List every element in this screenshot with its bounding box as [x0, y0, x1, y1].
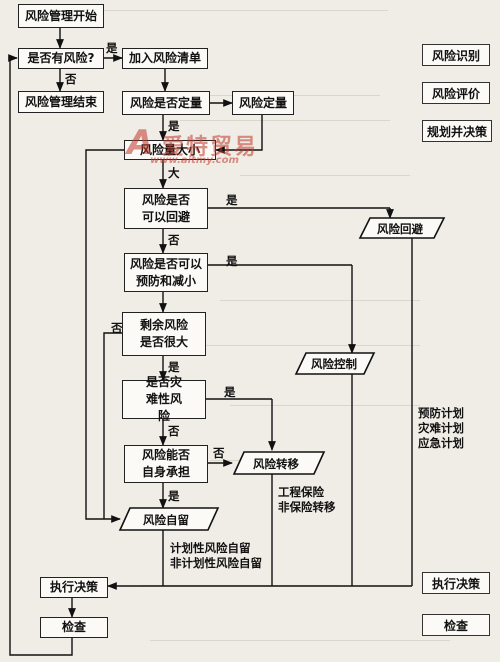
retention-type-item: 计划性风险自留 — [170, 541, 251, 555]
yes-label: 是 — [168, 360, 180, 374]
plans-list: 预防计划 灾难计划 应急计划 — [418, 406, 464, 451]
plan-item: 应急计划 — [418, 436, 464, 450]
retention-type-item: 非计划性风险自留 — [170, 556, 262, 570]
yes-label: 是 — [224, 385, 236, 399]
yes-label: 是 — [168, 119, 180, 133]
self-bear-decision: 风险能否自身承担 — [124, 445, 208, 483]
watermark-logo: A — [127, 123, 154, 163]
no-label: 否 — [65, 72, 77, 86]
risk-quantify-box: 风险定量 — [232, 91, 294, 115]
residual-decision: 剩余风险是否很大 — [122, 312, 206, 356]
plan-item: 预防计划 — [418, 406, 464, 420]
phase-check: 检查 — [422, 614, 490, 636]
yes-label: 是 — [106, 41, 118, 55]
risk-control-label: 风险控制 — [311, 357, 357, 371]
avoid-decision: 风险是否可以回避 — [124, 188, 208, 229]
plan-item: 灾难计划 — [418, 421, 464, 435]
phase-risk-identification: 风险识别 — [422, 44, 490, 66]
no-label: 否 — [168, 233, 180, 247]
execute-box: 执行决策 — [40, 577, 108, 598]
risk-avoidance-label: 风险回避 — [377, 222, 423, 236]
is-quantified-decision: 风险是否定量 — [122, 91, 210, 115]
no-label: 否 — [213, 446, 225, 460]
risk-retention-label: 风险自留 — [143, 513, 189, 527]
catastrophic-decision: 是否灾难性风险 — [122, 375, 206, 423]
big-label: 大 — [168, 166, 180, 180]
phase-risk-evaluation: 风险评价 — [422, 82, 490, 104]
check-box: 检查 — [40, 617, 108, 638]
no-label: 否 — [111, 321, 123, 335]
start-box: 风险管理开始 — [18, 4, 104, 28]
yes-label: 是 — [226, 193, 238, 207]
has-risk-decision: 是否有风险? — [18, 48, 104, 69]
watermark-url: www.aitmy.com — [150, 155, 239, 166]
no-label: 否 — [168, 424, 180, 438]
transfer-type-item: 非保险转移 — [278, 500, 336, 514]
transfer-types-list: 工程保险 非保险转移 — [278, 485, 336, 515]
risk-size-box: 风险量大小 — [124, 140, 216, 160]
yes-label: 是 — [168, 489, 180, 503]
yes-label: 是 — [226, 254, 238, 268]
add-risk-list-box: 加入风险清单 — [122, 48, 208, 69]
transfer-type-item: 工程保险 — [278, 485, 324, 499]
phase-planning-decision: 规划并决策 — [422, 120, 492, 142]
prevent-decision: 风险是否可以预防和减小 — [124, 253, 208, 292]
watermark-brand: 爱特贸易 — [162, 135, 259, 160]
end-box: 风险管理结束 — [18, 91, 104, 113]
phase-execute-decision: 执行决策 — [422, 572, 490, 594]
retention-types-list: 计划性风险自留 非计划性风险自留 — [170, 541, 262, 571]
risk-transfer-label: 风险转移 — [253, 457, 299, 471]
